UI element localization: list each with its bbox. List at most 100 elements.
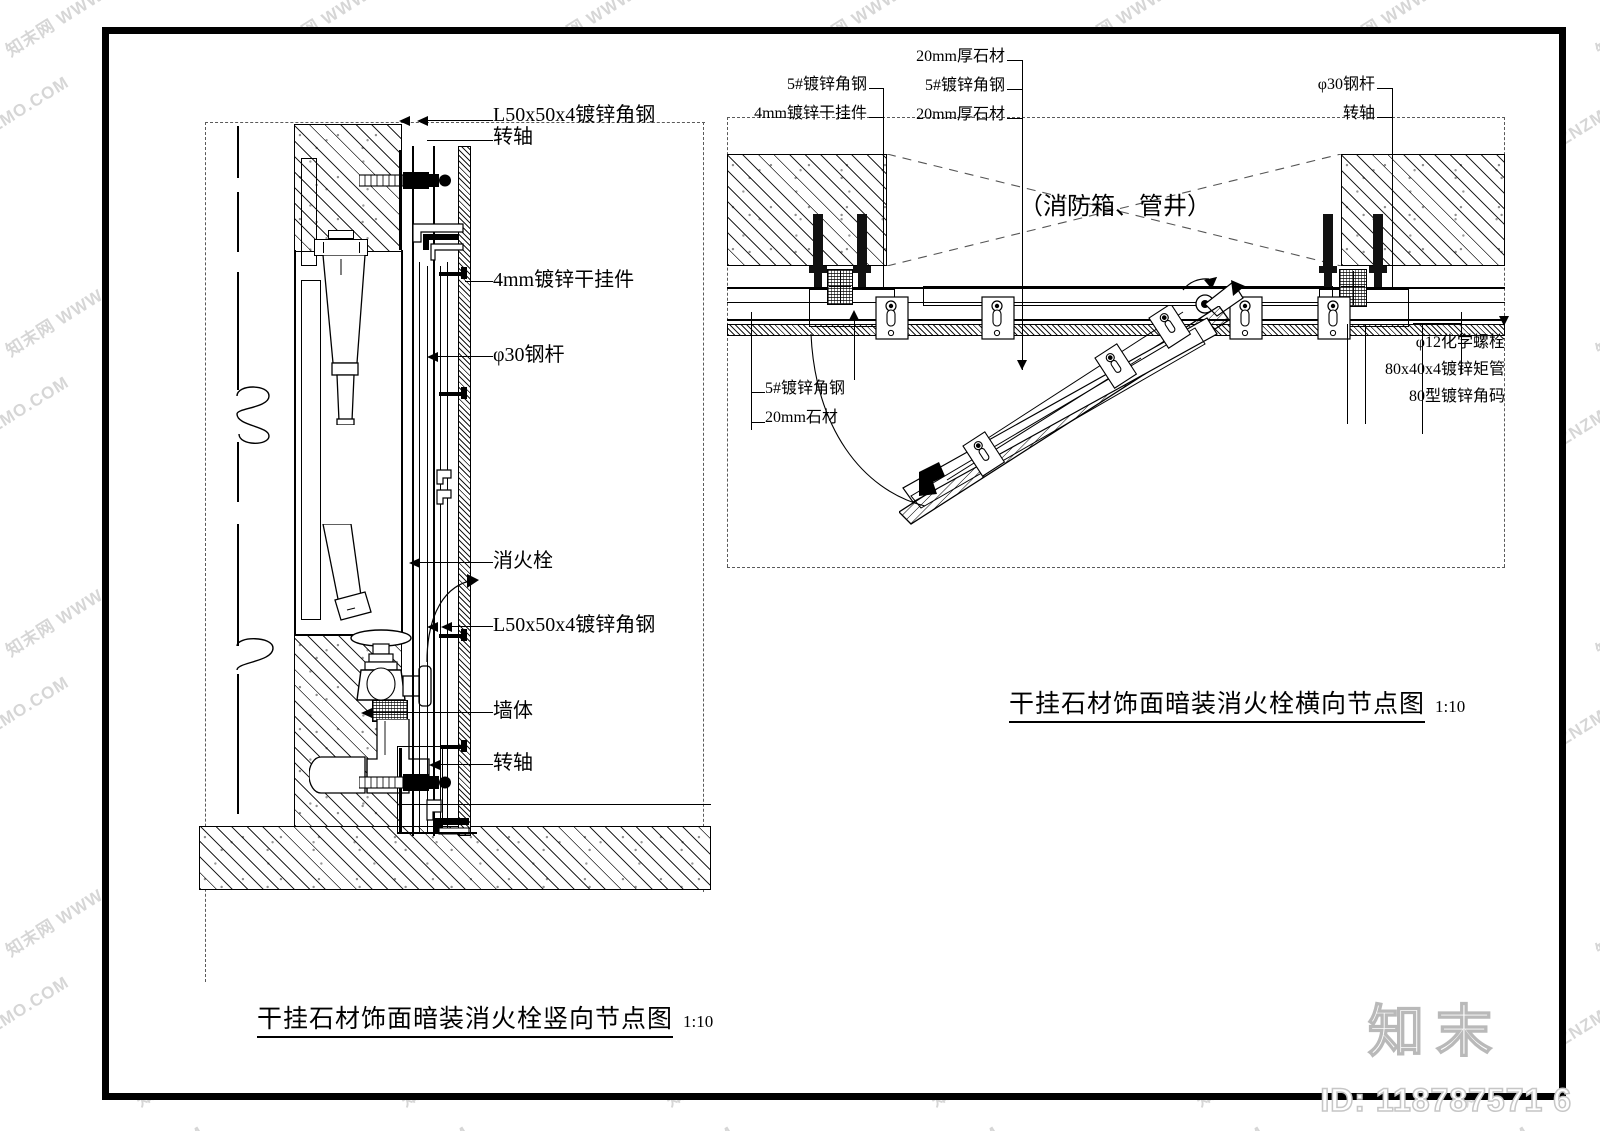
niche-right-edge (401, 250, 403, 636)
toplead-left-h2 (869, 117, 884, 118)
door-gap-line-1 (427, 266, 428, 832)
left-viewport-dash-right (703, 122, 704, 892)
right-view-title-text: 干挂石材饰面暗装消火栓横向节点图 (1009, 691, 1426, 723)
leader-arrow-5b (441, 622, 452, 632)
botlead-right-tie2 (1365, 324, 1366, 424)
top-anchor-plate (399, 150, 402, 250)
right-viewport-dash-top (727, 117, 1505, 118)
right-viewport-dash-bottom (727, 567, 1505, 568)
frame-arrow-dn-right (1499, 316, 1509, 326)
toplead-center-h2 (1007, 89, 1023, 90)
dry-hang-clip-2 (439, 387, 467, 399)
panel-inner-line (419, 262, 420, 832)
watermark-text: 知末网 WWW.ZNZMO.COM (1592, 523, 1600, 661)
watermark-text: 知末网 WWW.ZNZMO.COM (0, 372, 73, 511)
panel-bottom-edge (397, 832, 477, 834)
frame-band-bot-line (727, 319, 1505, 321)
label-group-top-center: 20mm厚石材 5#镀锌角钢 20mm厚石材 (916, 48, 1005, 123)
wall-break-line-seg6 (237, 674, 239, 814)
right-wall-right (1341, 154, 1505, 266)
niche-left-edge (294, 250, 296, 636)
toplead-center-vert (1022, 60, 1023, 370)
frame-band-mid-line (727, 302, 1505, 303)
rect-tube-left-mid (840, 271, 841, 303)
botlead-left-vert (751, 312, 752, 430)
stone-face-slab (458, 146, 471, 836)
floor-top-line (401, 804, 711, 805)
label-group-bottom-left: 5#镀锌角钢 20mm石材 (765, 380, 846, 426)
botlead-right-h (1413, 323, 1461, 324)
break-squiggle-lower (236, 638, 274, 671)
nozzle-flange-tick-l (323, 242, 324, 253)
watermark-text: 知末网 WWW.ZNZMO.COM (0, 972, 73, 1111)
label-group-bottom-right: φ12化学螺栓 80x40x4镀锌矩管 80型镀锌角码 (1384, 334, 1505, 405)
leader-arrow-5a (427, 622, 438, 632)
hydrant-valve-assembly (322, 524, 432, 707)
nozzle-cap (328, 230, 354, 239)
door-swing-arc (426, 574, 479, 663)
rect-tube-right-midh (1341, 286, 1365, 287)
chem-bolt-left-1-head (809, 266, 827, 273)
wall-break-line-seg2 (237, 192, 239, 252)
dry-hang-clip-4 (439, 629, 467, 641)
frame-arrow-up-left (849, 310, 859, 320)
shaft-opening-cross (887, 154, 1341, 266)
bottom-anchor-plate (399, 748, 402, 834)
hydrant-cabinet-upper (301, 158, 317, 266)
nozzle-flange-tick-r (359, 242, 360, 253)
watermark-text: 知末网 WWW.ZNZMO.COM (1325, 1118, 1533, 1131)
rod-line-1 (447, 262, 448, 832)
break-squiggle-upper (236, 386, 270, 444)
toplead-right-h1 (1377, 88, 1393, 89)
leader-line-4 (419, 562, 493, 563)
toplead-center-arrow (1017, 360, 1027, 370)
watermark-text: 知末网 WWW.ZNZMO.COM (0, 1118, 208, 1131)
watermark-text: 知末网 WWW.ZNZMO.COM (1590, 0, 1600, 61)
drawing-id: ID: 118787571 6 (1320, 1081, 1572, 1119)
wall-break-line-seg1 (237, 126, 239, 178)
chem-bolt-right-2-nut (1374, 273, 1382, 287)
watermark-text: 知末网 WWW.ZNZMO.COM (1592, 823, 1600, 961)
chem-bolt-left-1-nut (814, 273, 822, 287)
label-wall: 墙体 (493, 700, 533, 722)
top-expansion-bolt (359, 172, 451, 189)
label-steel-rod: φ30钢杆 (493, 344, 565, 366)
leader-arrow-4 (409, 558, 420, 568)
right-horizontal-section-view: （消防箱、管井） (709, 34, 1569, 734)
rect-tube-left-midh (829, 286, 851, 287)
chem-bolt-left-2-nut (858, 273, 866, 287)
botlead-left-h1 (751, 392, 765, 393)
watermark-text: 知末网 WWW.ZNZMO.COM (1590, 1118, 1600, 1131)
bottom-angle-bracket-group (426, 799, 470, 835)
chem-bolt-right-1-head (1319, 266, 1337, 273)
leader-line-1 (427, 120, 493, 121)
bottom-expansion-bolt (359, 774, 451, 791)
door-frame-line-2 (440, 266, 441, 826)
stone-slab-band (727, 324, 1505, 336)
shaft-center-note: （消防箱、管井） (1019, 194, 1211, 220)
nozzle-body (322, 255, 366, 425)
toplead-center-h3 (1007, 118, 1023, 119)
angle-code-bracket-2 (981, 296, 1015, 340)
leader-arrow-6 (361, 708, 372, 718)
botlead-right-vert (1461, 312, 1462, 374)
leader-line-5 (451, 626, 493, 627)
wall-break-line-seg5 (237, 524, 239, 646)
label-dryhang: 4mm镀锌干挂件 (493, 269, 635, 291)
leader-arrow-1a (399, 116, 410, 126)
leader-arrow-3 (427, 352, 438, 362)
left-view-scale: 1:10 (683, 1012, 714, 1031)
rail-box-center (923, 286, 1333, 306)
leader-line-3 (437, 356, 493, 357)
dry-hang-clip-5 (441, 740, 467, 752)
leader-line-2 (465, 281, 493, 282)
leader-line-6 (371, 712, 493, 713)
znzmo-logo: 知末 (1367, 999, 1504, 1066)
chem-bolt-right-1 (1323, 214, 1333, 266)
left-viewport-dash-left (205, 122, 206, 982)
floor-slab (199, 826, 711, 890)
right-viewport-dash-right (1504, 117, 1505, 567)
leader-line-1b (427, 140, 493, 141)
